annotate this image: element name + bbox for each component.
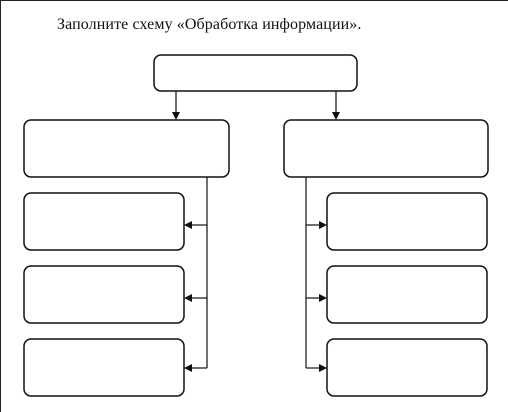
left-child-box-3[interactable] (23, 338, 185, 397)
right-child-box-3[interactable] (326, 338, 488, 397)
page-top-border (0, 0, 508, 5)
left-child-arrowhead-2 (184, 294, 192, 302)
right-branch-box[interactable] (283, 119, 489, 178)
root-to-right-arrowhead (332, 112, 340, 120)
left-child-box-2[interactable] (23, 265, 185, 324)
root-to-left-arrowhead (172, 112, 180, 120)
left-child-box-1[interactable] (23, 192, 185, 251)
right-child-box-2[interactable] (326, 265, 488, 324)
left-child-arrowhead-1 (184, 221, 192, 229)
task-title: Заполните схему «Обработка информации». (57, 16, 362, 33)
left-child-arrowhead-3 (184, 364, 192, 372)
right-child-arrowhead-3 (319, 364, 327, 372)
root-box[interactable] (153, 54, 358, 92)
page-left-border (0, 0, 3, 412)
right-child-box-1[interactable] (326, 192, 488, 251)
right-child-arrowhead-2 (319, 294, 327, 302)
right-child-arrowhead-1 (319, 221, 327, 229)
left-branch-box[interactable] (23, 119, 230, 178)
